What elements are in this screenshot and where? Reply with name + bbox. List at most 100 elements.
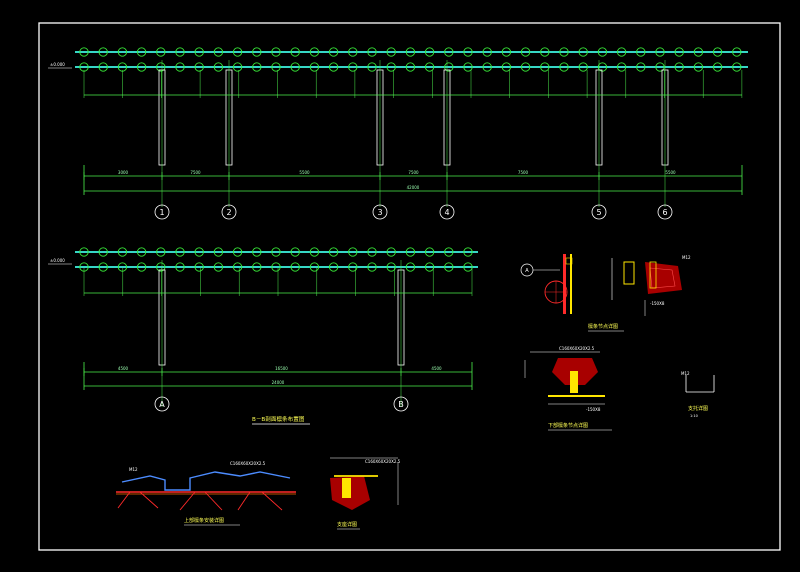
top-axis-label-2: 3	[377, 208, 382, 217]
bot-lower-purlin-12	[309, 262, 320, 272]
top-span-dim-1: 7500	[190, 170, 201, 175]
detail3-bolt	[570, 371, 578, 393]
top-axis-bubble-5	[657, 204, 673, 220]
top-upper-purlin-1	[98, 47, 108, 57]
top-lower-purlin-34	[732, 62, 742, 72]
purlin-row-lower	[79, 62, 742, 72]
top-upper-purlin-30	[655, 47, 665, 57]
top-upper-purlin-22	[501, 47, 512, 57]
bot-lower-purlin-2	[117, 262, 128, 272]
bot-upper-purlin-13	[328, 247, 339, 257]
detail-support: M12	[681, 371, 715, 393]
top-axis-label-0: 1	[159, 208, 164, 217]
bot-axis-label-0: A	[159, 400, 165, 409]
bot-upper-purlin-10	[271, 247, 281, 257]
top-lower-purlin-29	[636, 62, 646, 72]
bot-upper-purlin-12	[309, 247, 320, 257]
bot-upper-purlin-14	[348, 247, 358, 257]
top-lower-purlin-8	[232, 62, 243, 72]
detail-column-web	[570, 254, 572, 314]
detail2-bolt-label: M12	[682, 255, 691, 260]
total-dim-bottom: 24000	[272, 380, 285, 385]
title-lower-detail: 下部檩条节点详图	[548, 422, 588, 429]
bot-span-dim-2: 4500	[431, 366, 442, 371]
top-lower-purlin-23	[520, 62, 531, 72]
top-upper-purlin-32	[693, 47, 704, 57]
scale-note: 1:10	[690, 414, 698, 418]
bot-lower-purlin-9	[252, 262, 262, 272]
detail3-plate-label: -150X8	[586, 407, 601, 412]
top-lower-purlin-9	[252, 62, 262, 72]
bot-lower-purlin-6	[194, 262, 204, 272]
detail3-purlin-label: C160X60X20X2.5	[559, 346, 595, 351]
columns-bottom	[158, 260, 405, 407]
top-upper-purlin-20	[463, 47, 473, 57]
top-upper-purlin-31	[674, 47, 684, 57]
bot-upper-purlin-15	[367, 247, 377, 257]
top-lower-purlin-24	[540, 62, 550, 72]
detail6-label: C160X60X20X2.5	[365, 459, 401, 464]
bot-upper-purlin-7	[213, 247, 224, 257]
top-upper-purlin-5	[175, 47, 185, 57]
detail-axis-letter: A	[525, 268, 529, 274]
detail-purlin-section	[565, 257, 573, 265]
top-lower-purlin-20	[463, 62, 473, 72]
top-span-dim-2: 5500	[299, 170, 310, 175]
bot-upper-purlin-18	[424, 247, 435, 257]
bot-lower-purlin-3	[136, 262, 147, 272]
top-lower-purlin-15	[367, 62, 377, 72]
bot-lower-purlin-8	[232, 262, 243, 272]
top-axis-bubble-2	[372, 204, 388, 220]
top-lower-purlin-19	[444, 62, 454, 72]
top-upper-purlin-2	[117, 47, 128, 57]
top-axis-bubble-4	[591, 204, 607, 220]
bot-lower-purlin-18	[424, 262, 435, 272]
top-lower-purlin-16	[386, 62, 396, 72]
detail-purlin-connection: M12 -150X8	[611, 255, 691, 316]
top-upper-purlin-23	[520, 47, 531, 57]
top-upper-purlin-3	[136, 47, 147, 57]
top-upper-purlin-17	[405, 47, 416, 57]
level-label-bottom: ±0.000	[50, 258, 65, 263]
top-lower-purlin-25	[559, 62, 569, 72]
top-lower-purlin-33	[712, 62, 723, 72]
top-upper-purlin-28	[616, 47, 627, 57]
top-upper-purlin-25	[559, 47, 569, 57]
bot-span-dim-0: 4500	[118, 366, 129, 371]
top-lower-purlin-32	[693, 62, 704, 72]
detail2-bolt-plate	[649, 261, 657, 289]
top-lower-purlin-21	[482, 62, 492, 72]
top-lower-purlin-28	[616, 62, 627, 72]
bot-upper-purlin-16	[386, 247, 396, 257]
top-upper-purlin-26	[578, 47, 588, 57]
top-axis-label-1: 2	[226, 208, 231, 217]
top-axis-label-5: 6	[662, 208, 667, 217]
detail5-roof-line	[121, 471, 291, 491]
title-purlin-detail: 檩条节点详图	[588, 323, 618, 330]
total-dim-top: 42000	[407, 185, 420, 190]
bot-span-dim-1: 16500	[275, 366, 288, 371]
top-lower-purlin-30	[655, 62, 665, 72]
bot-upper-purlin-5	[175, 247, 185, 257]
top-lower-purlin-22	[501, 62, 512, 72]
bot-upper-purlin-3	[136, 247, 147, 257]
top-lower-purlin-17	[405, 62, 416, 72]
top-span-dim-3: 7500	[408, 170, 419, 175]
detail-purlin-node: A	[520, 254, 573, 314]
bot-lower-purlin-15	[367, 262, 377, 272]
detail-lower-node: C160X60X20X2.5 -150X8	[524, 346, 605, 412]
top-lower-purlin-7	[213, 62, 224, 72]
top-upper-purlin-11	[290, 47, 300, 57]
detail5-label-b: C160X60X20X2.5	[230, 461, 266, 466]
top-lower-purlin-26	[578, 62, 588, 72]
detail2-concrete-hatch	[645, 262, 682, 294]
top-span-dim-0: 3000	[118, 170, 129, 175]
top-axis-label-3: 4	[444, 208, 449, 217]
bot-upper-purlin-11	[290, 247, 300, 257]
top-axis-bubble-3	[439, 204, 455, 220]
